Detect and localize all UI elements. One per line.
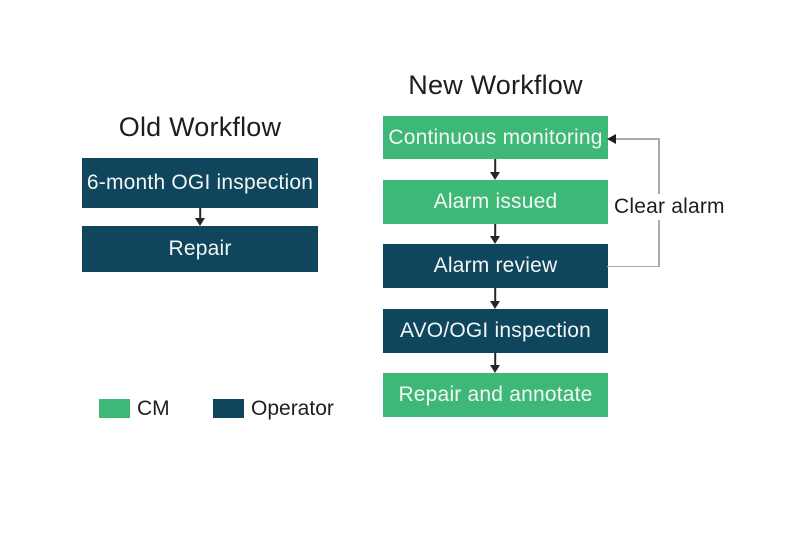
legend-swatch-operator: [213, 399, 244, 418]
legend-item-cm: CM: [99, 397, 170, 420]
flow-box-6-month-ogi-inspection: 6-month OGI inspection: [82, 158, 318, 208]
flow-box-continuous-monitoring: Continuous monitoring: [383, 116, 608, 159]
flow-box-alarm-issued: Alarm issued: [383, 180, 608, 224]
loop-label-clear-alarm: Clear alarm: [611, 194, 728, 220]
flow-box-label: 6-month OGI inspection: [86, 171, 314, 194]
flow-box-label: Alarm issued: [433, 190, 558, 213]
legend-label: CM: [137, 397, 170, 420]
flow-box-avo-ogi-inspection: AVO/OGI inspection: [383, 309, 608, 353]
flow-box-label: Continuous monitoring: [388, 125, 603, 149]
arrow-down-icon: [489, 224, 501, 244]
loop-connector-bottom-segment: [607, 265, 659, 268]
legend-item-operator: Operator: [213, 397, 334, 420]
flow-box-alarm-review: Alarm review: [383, 244, 608, 288]
flow-box-label: AVO/OGI inspection: [399, 319, 592, 342]
legend-label: Operator: [251, 397, 334, 420]
arrow-down-icon: [194, 208, 206, 226]
legend-swatch-cm: [99, 399, 130, 418]
arrow-down-icon: [489, 159, 501, 180]
flow-box-label: Repair: [168, 237, 232, 260]
flow-box-repair-and-annotate: Repair and annotate: [383, 373, 608, 417]
arrow-down-icon: [489, 353, 501, 373]
loop-connector-top-segment: [615, 138, 659, 140]
old-workflow-title: Old Workflow: [118, 112, 282, 142]
arrow-left-icon: [607, 134, 616, 144]
flow-box-label: Repair and annotate: [398, 383, 593, 406]
new-workflow-title: New Workflow: [408, 70, 583, 100]
arrow-down-icon: [489, 288, 501, 309]
flow-box-label: Alarm review: [433, 254, 558, 277]
flow-box-repair: Repair: [82, 226, 318, 272]
